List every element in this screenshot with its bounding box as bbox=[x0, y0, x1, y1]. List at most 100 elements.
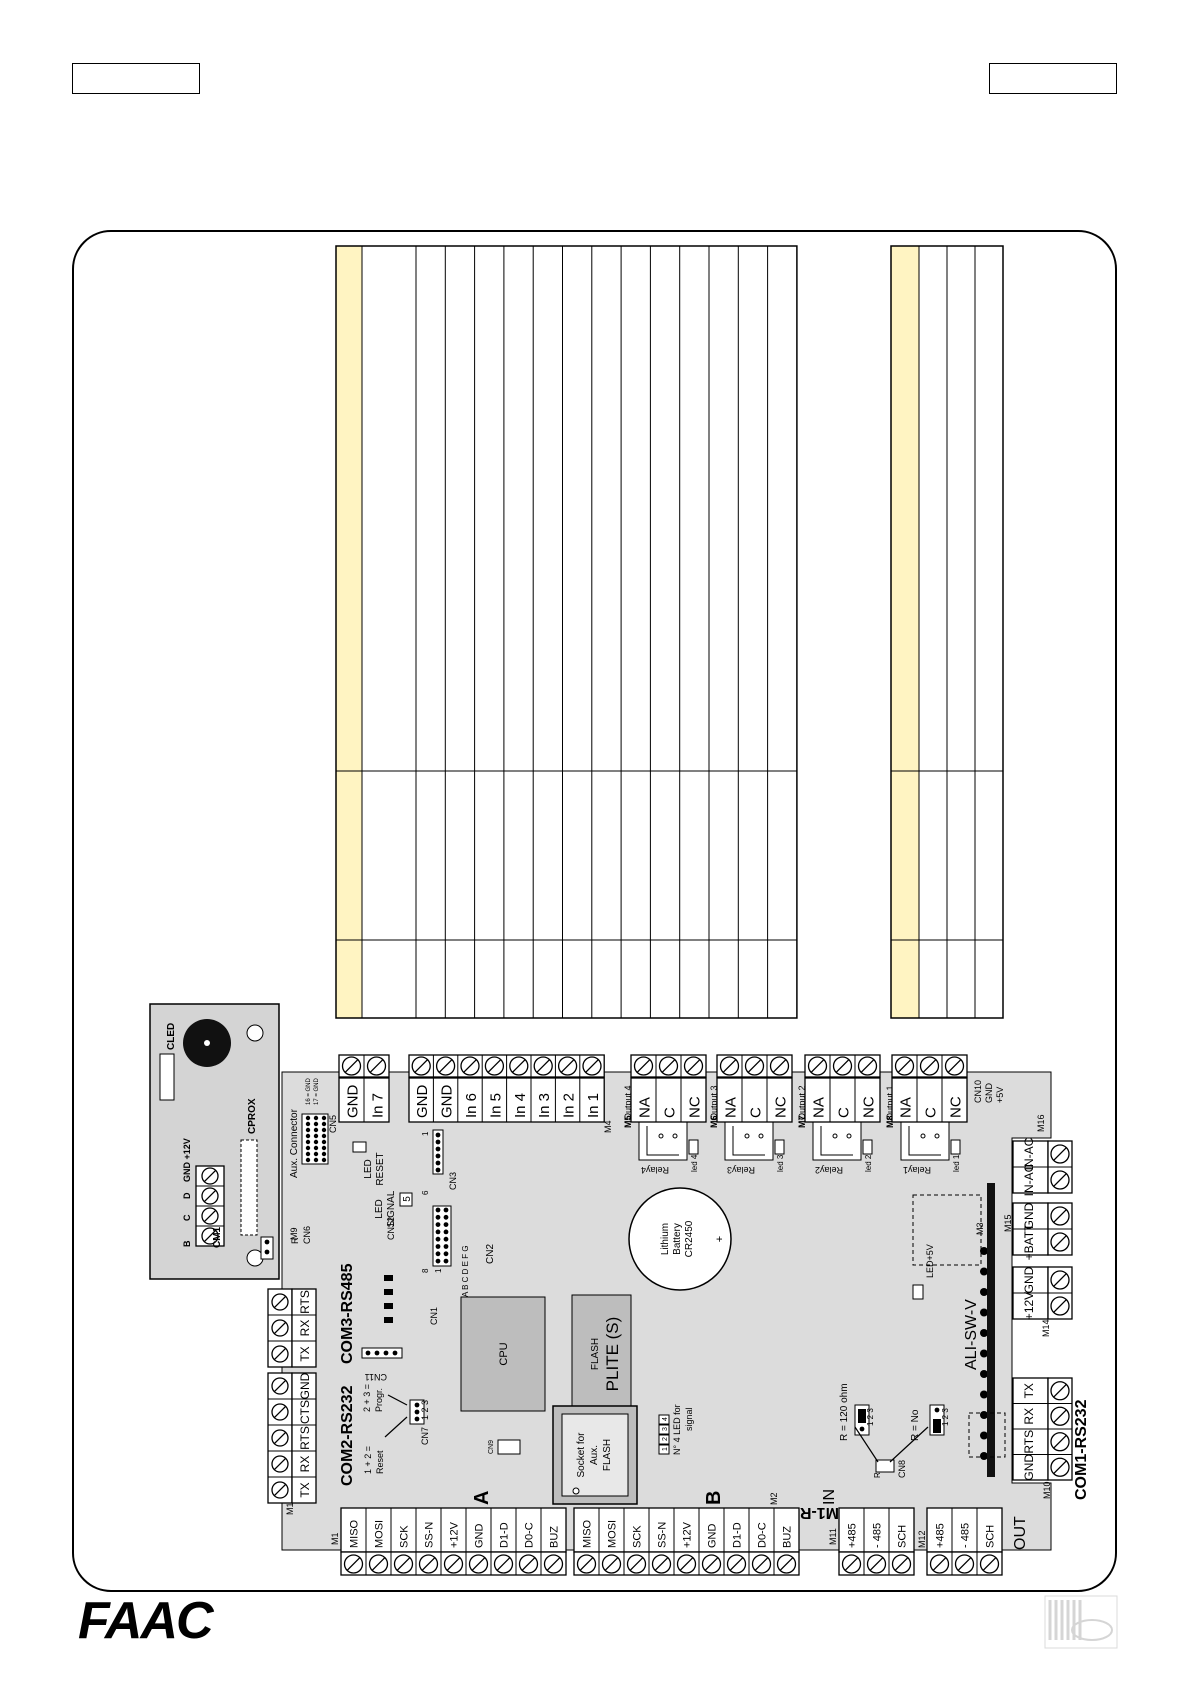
terminal-label: MISO bbox=[349, 1519, 361, 1548]
terminal-label: D0-C bbox=[757, 1522, 769, 1548]
terminal-label: - 485 bbox=[960, 1523, 972, 1548]
header-box-left bbox=[72, 63, 200, 94]
dashed-region-bottom bbox=[968, 1412, 1006, 1458]
screw-icon bbox=[929, 1554, 950, 1574]
cprox-connector bbox=[240, 1139, 258, 1236]
screw-icon bbox=[701, 1554, 722, 1574]
terminal-label: NC bbox=[861, 1096, 878, 1118]
flash-big-label: PLITE (S) bbox=[603, 1317, 622, 1392]
terminal-label: NA bbox=[723, 1097, 740, 1118]
connector-label: CN10 bbox=[973, 1080, 983, 1103]
led-num: 1 bbox=[662, 1447, 669, 1451]
screw-icon bbox=[744, 1056, 765, 1076]
cn5-label: CN5 bbox=[328, 1115, 338, 1133]
aux-label: Aux. Connector bbox=[289, 1108, 300, 1178]
terminal-table-left bbox=[335, 245, 798, 1019]
terminal-label: In 4 bbox=[512, 1093, 529, 1118]
terminal-label: RX bbox=[298, 1456, 312, 1473]
screw-icon bbox=[201, 1227, 219, 1245]
led-icon bbox=[950, 1139, 961, 1155]
screw-icon bbox=[1050, 1206, 1070, 1226]
progr-label: 2 + 3 = bbox=[362, 1384, 372, 1412]
terminal-label: In 2 bbox=[561, 1093, 578, 1118]
screw-icon bbox=[1050, 1457, 1070, 1477]
led-num: 3 bbox=[662, 1427, 669, 1431]
led-icon bbox=[688, 1139, 699, 1155]
battery-label: Battery bbox=[672, 1223, 683, 1255]
screw-icon bbox=[271, 1429, 289, 1447]
terminal-label: D1-D bbox=[499, 1522, 511, 1548]
terminal-label: +12V bbox=[1022, 1292, 1036, 1320]
com2-label: COM2-RS232 bbox=[339, 1385, 356, 1486]
terminal-label: IN-AC bbox=[1022, 1137, 1036, 1170]
terminal-label: GND +12V bbox=[182, 1138, 192, 1182]
pin-label: 1 bbox=[421, 1131, 430, 1136]
led-icon bbox=[352, 1141, 367, 1153]
connector-label: M6 bbox=[709, 1115, 719, 1128]
cn6-label: CN6 bbox=[302, 1226, 312, 1244]
screw-icon bbox=[368, 1554, 389, 1574]
reset-label: Reset bbox=[375, 1450, 385, 1474]
cn1-letters: A B C D E F G bbox=[461, 1245, 470, 1297]
terminal-label: RTS bbox=[298, 1426, 312, 1450]
screw-icon bbox=[719, 1056, 740, 1076]
relay-label: Relay3 bbox=[727, 1165, 755, 1175]
socket-label: FLASH bbox=[602, 1439, 613, 1471]
screw-icon bbox=[1050, 1296, 1070, 1316]
screw-icon bbox=[857, 1056, 878, 1076]
terminal-label: GND bbox=[298, 1372, 312, 1399]
socket-label: Socket for bbox=[576, 1432, 587, 1478]
terminal-label: GND bbox=[474, 1524, 486, 1549]
com3-label: COM3-RS485 bbox=[339, 1263, 356, 1364]
cn1-label: CN1 bbox=[429, 1307, 439, 1325]
terminal-label: NA bbox=[898, 1097, 915, 1118]
screw-icon bbox=[832, 1056, 853, 1076]
faac-logo: FAAC bbox=[78, 1592, 217, 1650]
aux-note: 17 = GND bbox=[314, 1077, 320, 1105]
connector-label: M3 bbox=[975, 1222, 985, 1235]
cn7-pins: 1 2 3 bbox=[420, 1400, 430, 1420]
screw-icon bbox=[366, 1056, 387, 1076]
connector-label: M10 bbox=[1042, 1481, 1052, 1499]
terminal-label: SS-N bbox=[657, 1522, 669, 1548]
screw-icon bbox=[1050, 1232, 1070, 1252]
screw-icon bbox=[651, 1554, 672, 1574]
connector-label: M12 bbox=[917, 1530, 927, 1548]
table-highlight-column bbox=[891, 246, 919, 1018]
screw-icon bbox=[418, 1554, 439, 1574]
terminal-label: BUZ bbox=[549, 1526, 561, 1548]
header-box-right bbox=[989, 63, 1117, 94]
terminal-label: B bbox=[182, 1240, 192, 1247]
led-icon bbox=[912, 1284, 924, 1300]
led-num: 4 bbox=[662, 1417, 669, 1421]
battery-plus: + bbox=[714, 1236, 726, 1242]
led-signal-label: LED bbox=[374, 1199, 385, 1218]
terminal-label: +BATT bbox=[1022, 1223, 1036, 1260]
led-label: led 3 bbox=[776, 1154, 785, 1172]
output-label: Output 4 bbox=[623, 1085, 633, 1120]
relay-label: Relay4 bbox=[641, 1165, 669, 1175]
screw-icon bbox=[393, 1554, 414, 1574]
screw-icon bbox=[411, 1056, 431, 1076]
svg-text:FAAC: FAAC bbox=[78, 1592, 215, 1650]
terminal-label: +485 bbox=[935, 1523, 947, 1548]
terminal-label: GND bbox=[439, 1085, 456, 1119]
screw-icon bbox=[807, 1056, 828, 1076]
led-label: led 1 bbox=[952, 1154, 961, 1172]
screw-icon bbox=[776, 1554, 797, 1574]
cn11-label: CN11 bbox=[365, 1372, 387, 1382]
screw-icon bbox=[1050, 1170, 1070, 1190]
screw-icon bbox=[341, 1056, 362, 1076]
screw-icon bbox=[676, 1554, 697, 1574]
terminal-label: SCH bbox=[985, 1525, 997, 1548]
flash-small-label: FLASH bbox=[590, 1338, 601, 1370]
screw-icon bbox=[1050, 1381, 1070, 1401]
